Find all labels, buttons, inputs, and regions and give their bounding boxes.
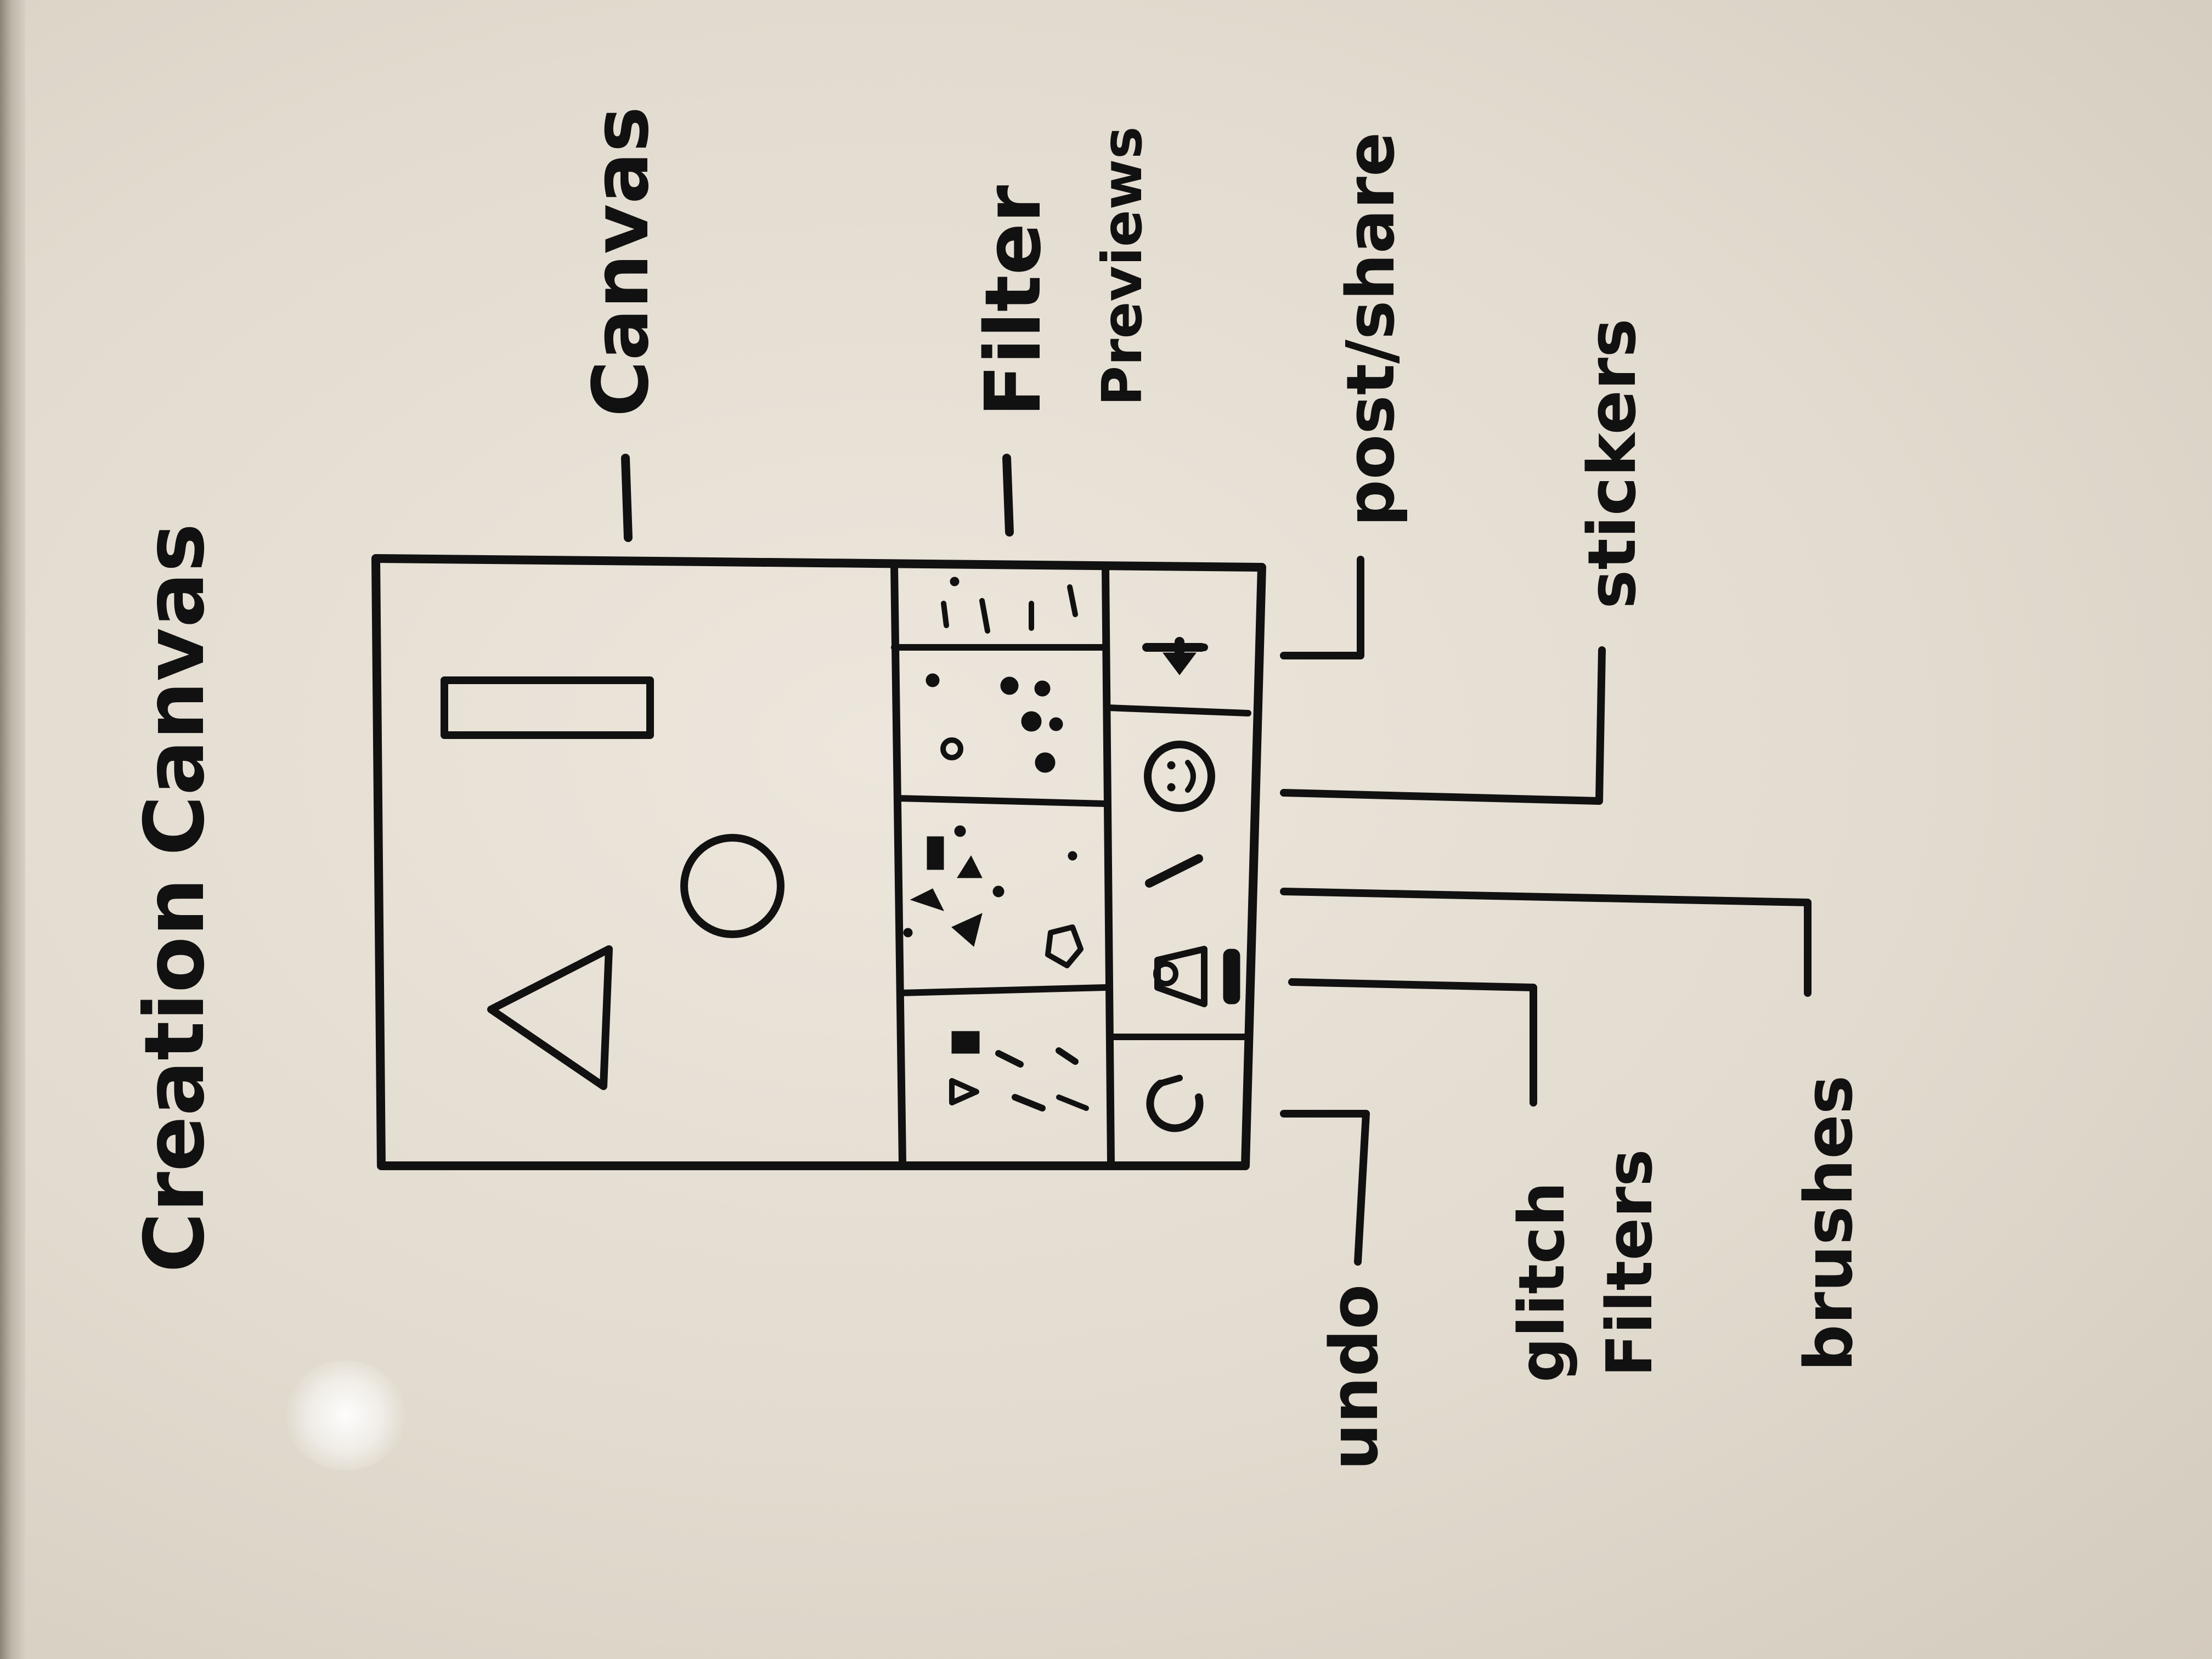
canvas-divider bbox=[890, 561, 906, 1167]
canvas-leader bbox=[621, 454, 633, 542]
undo-leader bbox=[1280, 1110, 1370, 1266]
filter-preview-4[interactable] bbox=[949, 1031, 1089, 1111]
post-share-leader bbox=[1280, 556, 1364, 659]
label-glitch-line1: glitch bbox=[1505, 1182, 1579, 1383]
label-stickers: stickers bbox=[1575, 318, 1651, 609]
smiley-icon bbox=[1144, 741, 1215, 812]
label-post-share: post/share bbox=[1333, 132, 1409, 527]
undo-icon bbox=[1146, 1075, 1204, 1132]
toolbar bbox=[1105, 637, 1251, 1132]
filter-preview-2[interactable] bbox=[926, 673, 1063, 773]
callout-lines bbox=[621, 454, 1812, 1266]
brush-icon bbox=[1145, 854, 1203, 888]
glitch-filters-leader bbox=[1288, 978, 1537, 1107]
filter-previews-leader bbox=[1002, 454, 1014, 537]
brushes-leader bbox=[1280, 888, 1812, 997]
canvas-circle-shape[interactable] bbox=[680, 834, 785, 938]
canvas-area[interactable] bbox=[441, 676, 785, 1090]
title-line1: Creation bbox=[127, 878, 223, 1273]
flask-icon bbox=[1153, 946, 1240, 1007]
whiteboard-frame bbox=[0, 0, 25, 1659]
sketch-title: Creation Canvas bbox=[127, 523, 223, 1273]
filter-preview-1[interactable] bbox=[941, 577, 1078, 634]
title-line2: Canvas bbox=[127, 523, 223, 856]
glitch-filters-button[interactable] bbox=[1153, 946, 1240, 1007]
brushes-button[interactable] bbox=[1145, 854, 1203, 888]
undo-button[interactable] bbox=[1146, 1075, 1204, 1132]
canvas-triangle-shape[interactable] bbox=[487, 945, 613, 1090]
phone-mockup bbox=[371, 554, 1266, 1170]
toolbar-divider bbox=[1102, 564, 1115, 1167]
stickers-leader bbox=[1280, 646, 1606, 805]
annotation-labels: Canvas Filter Previews post/share sticke… bbox=[577, 106, 1867, 1470]
label-glitch-line2: Filters bbox=[1593, 1149, 1667, 1377]
label-brushes: brushes bbox=[1791, 1075, 1867, 1372]
post-share-button[interactable] bbox=[1142, 637, 1208, 675]
up-arrow-icon bbox=[1142, 637, 1208, 675]
filter-preview-3[interactable] bbox=[903, 825, 1084, 968]
phone-outline bbox=[371, 554, 1266, 1170]
label-undo: undo bbox=[1317, 1284, 1393, 1470]
canvas-rectangle-shape[interactable] bbox=[441, 676, 654, 739]
filter-previews[interactable] bbox=[891, 577, 1109, 1111]
label-filter-line1: Filter bbox=[969, 185, 1058, 417]
light-glare bbox=[285, 1361, 406, 1470]
stickers-button[interactable] bbox=[1144, 741, 1215, 812]
label-filter-line2: Previews bbox=[1090, 126, 1154, 406]
label-canvas: Canvas bbox=[577, 106, 666, 417]
